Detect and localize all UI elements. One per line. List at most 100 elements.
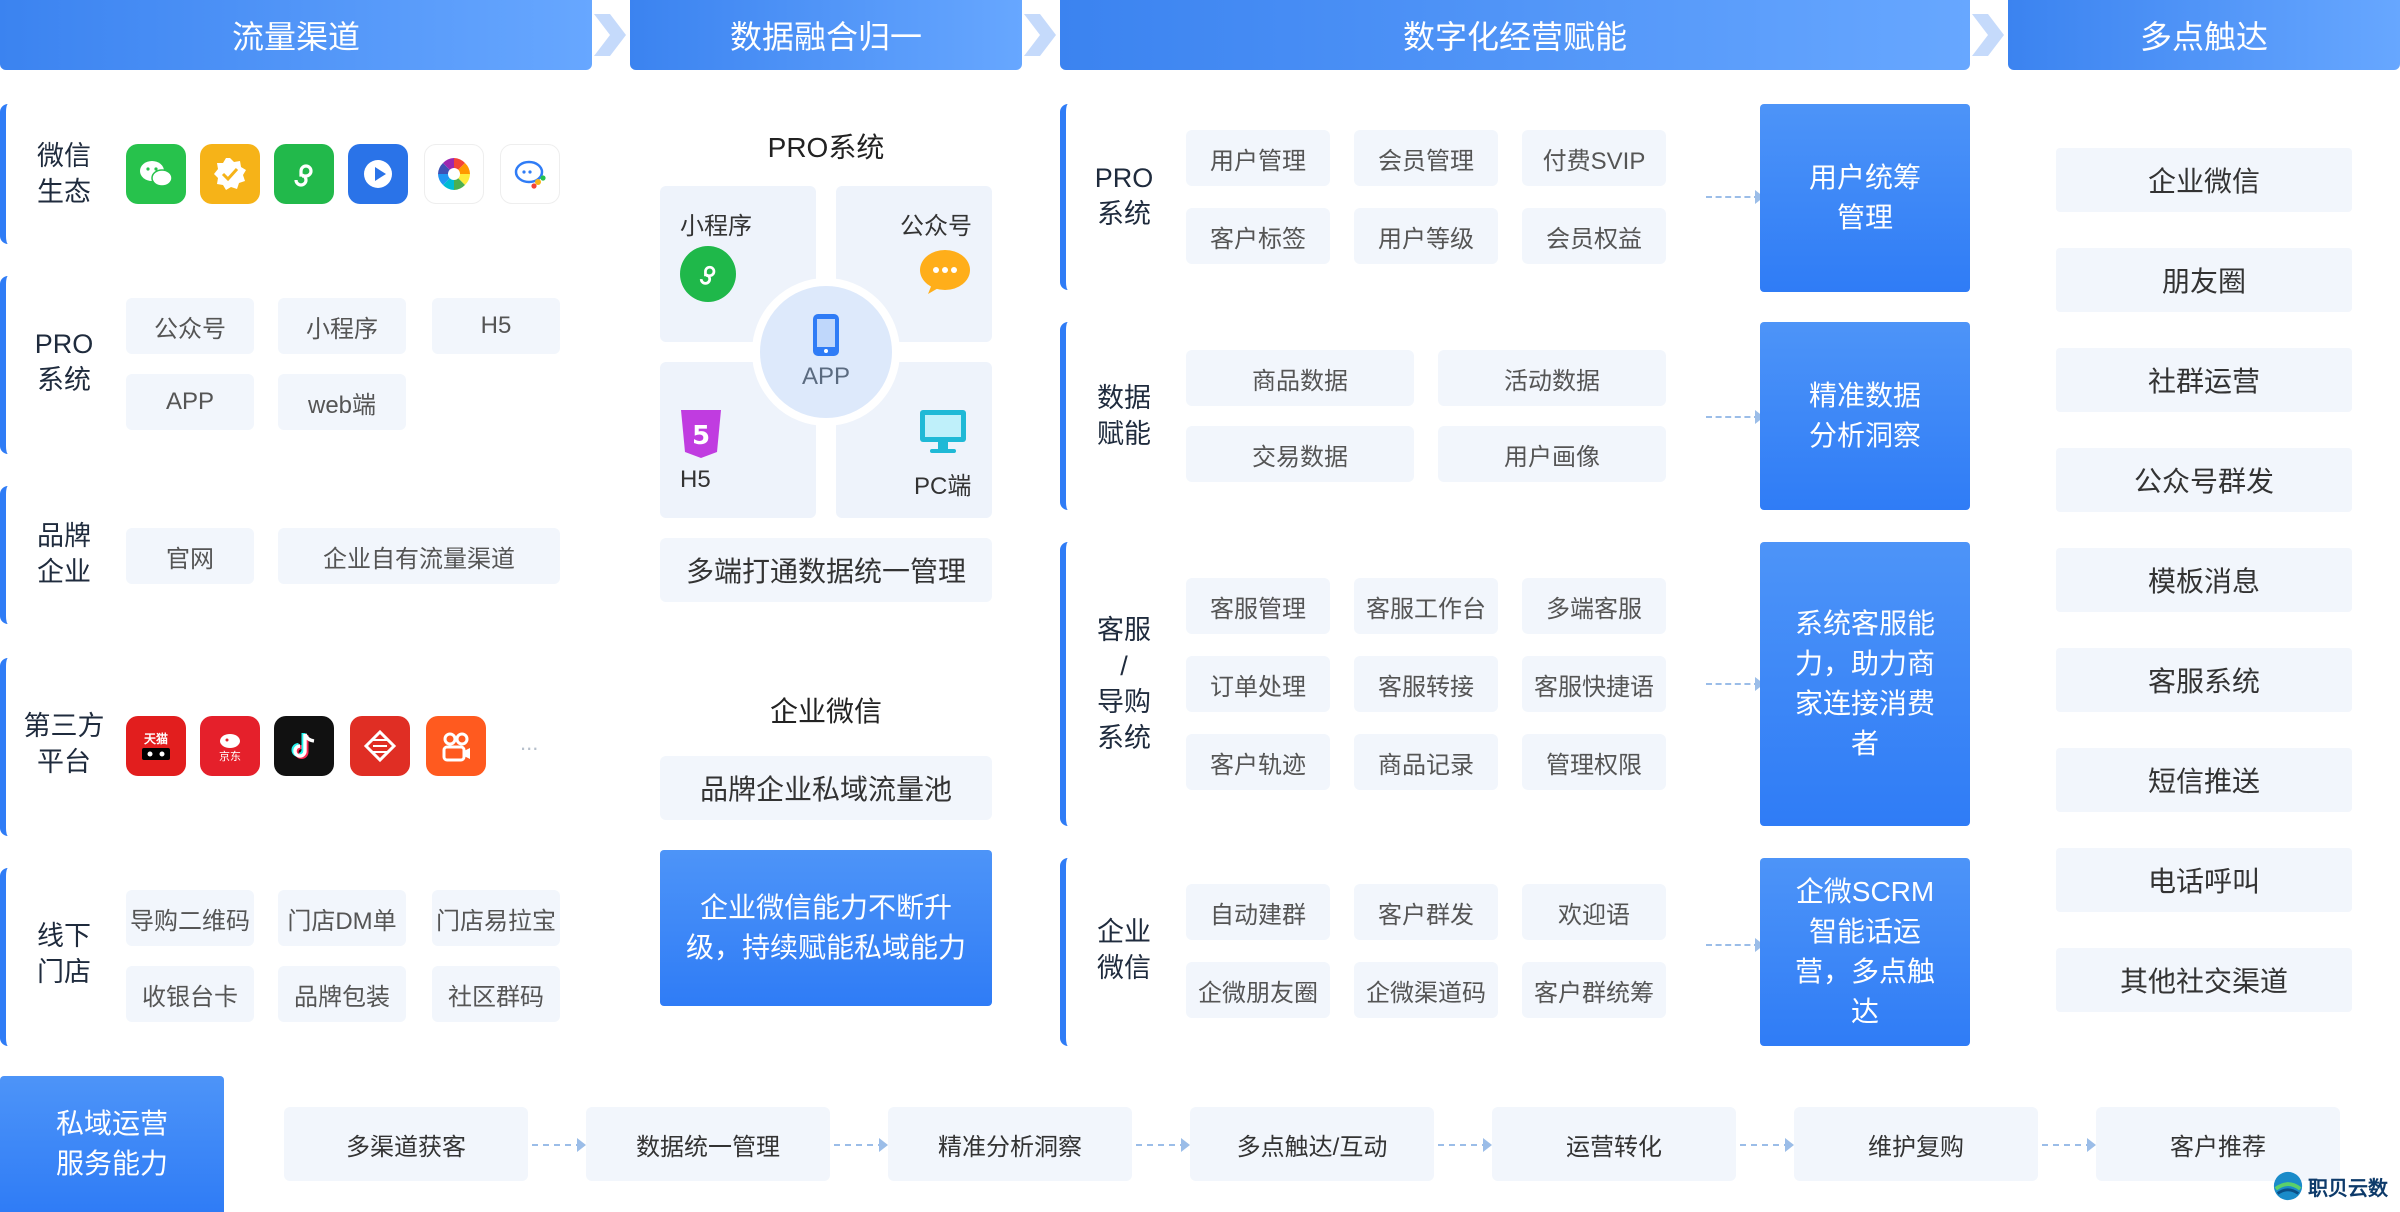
photos-icon[interactable] (424, 144, 484, 204)
feature-chip[interactable]: 会员权益 (1522, 208, 1666, 264)
channel-chip[interactable]: 官网 (126, 528, 254, 584)
feature-chip[interactable]: 用户管理 (1186, 130, 1330, 186)
arrow-right-icon (1706, 677, 1764, 691)
verified-badge-icon[interactable] (200, 144, 260, 204)
header-traffic-channels: 流量渠道 (0, 0, 592, 70)
flow-step[interactable]: 数据统一管理 (586, 1107, 830, 1181)
chevron-right-icon (594, 14, 626, 56)
svg-text:5: 5 (692, 421, 710, 451)
video-channel-icon[interactable] (348, 144, 408, 204)
result-box: 系统客服能力，助力商家连接消费者 (1760, 542, 1970, 826)
channel-chip[interactable]: 社区群码 (432, 966, 560, 1022)
phone-icon (813, 314, 839, 356)
feature-chip[interactable]: 会员管理 (1354, 130, 1498, 186)
feature-chip[interactable]: 客户群统筹 (1522, 962, 1666, 1018)
pro-cell-label: H5 (680, 466, 711, 493)
channel-chip[interactable]: web端 (278, 374, 406, 430)
group-pro-system (0, 276, 580, 454)
tmall-icon[interactable]: 天猫 (126, 716, 186, 776)
header-label: 数据融合归一 (729, 19, 922, 55)
flow-step[interactable]: 客户推荐 (2096, 1107, 2340, 1181)
flow-step[interactable]: 多渠道获客 (284, 1107, 528, 1181)
feature-chip[interactable]: 客户标签 (1186, 208, 1330, 264)
kuaishou-icon[interactable] (426, 716, 486, 776)
channel-chip[interactable]: 企业自有流量渠道 (278, 528, 560, 584)
touch-channel-chip[interactable]: 社群运营 (2056, 348, 2352, 412)
service-capability-box: 私域运营 服务能力 (0, 1076, 224, 1212)
feature-chip[interactable]: 客服快捷语 (1522, 656, 1666, 712)
tiktok-icon[interactable] (274, 716, 334, 776)
more-platforms: ... (520, 730, 539, 755)
feature-chip[interactable]: 活动数据 (1438, 350, 1666, 406)
feature-chip[interactable]: 企微渠道码 (1354, 962, 1498, 1018)
touch-channel-chip[interactable]: 模板消息 (2056, 548, 2352, 612)
feature-chip[interactable]: 订单处理 (1186, 656, 1330, 712)
channel-chip[interactable]: 品牌包装 (278, 966, 406, 1022)
jd-icon[interactable]: 京东 (200, 716, 260, 776)
wechat-icon[interactable] (126, 144, 186, 204)
wecom-title: 企业微信 (769, 696, 882, 727)
channel-chip[interactable]: H5 (432, 298, 560, 354)
flow-step[interactable]: 精准分析洞察 (888, 1107, 1132, 1181)
globe-logo-icon (2273, 1171, 2303, 1201)
wecom-upgrade-box: 企业微信能力不断升级，持续赋能私域能力 (660, 850, 992, 1006)
touch-channel-chip[interactable]: 公众号群发 (2056, 448, 2352, 512)
arrow-right-icon (1706, 938, 1764, 952)
touch-channel-chip[interactable]: 朋友圈 (2056, 248, 2352, 312)
feature-chip[interactable]: 管理权限 (1522, 734, 1666, 790)
channel-chip[interactable]: 导购二维码 (126, 890, 254, 946)
arrow-right-icon (1136, 1138, 1190, 1152)
mini-program-icon[interactable] (274, 144, 334, 204)
app-hub-label: APP (801, 363, 851, 390)
touch-channel-chip[interactable]: 企业微信 (2056, 148, 2352, 212)
pinduoduo-icon[interactable] (350, 716, 410, 776)
feature-chip[interactable]: 商品记录 (1354, 734, 1498, 790)
feature-chip[interactable]: 用户等级 (1354, 208, 1498, 264)
header-multi-touch: 多点触达 (2008, 0, 2400, 70)
pro-cell-label: 小程序 (680, 213, 752, 240)
feature-chip[interactable]: 商品数据 (1186, 350, 1414, 406)
feature-chip[interactable]: 客服管理 (1186, 578, 1330, 634)
touch-channel-chip[interactable]: 短信推送 (2056, 748, 2352, 812)
group-title: 企业 微信 (1097, 917, 1151, 983)
group-title: 线下 门店 (37, 921, 91, 987)
pro-system-title: PRO系统 (767, 132, 885, 163)
feature-chip[interactable]: 企微朋友圈 (1186, 962, 1330, 1018)
brand-logo-text: 职贝云数 (2308, 1177, 2388, 1200)
pro-cell-label: 公众号 (900, 213, 972, 240)
feature-chip[interactable]: 欢迎语 (1522, 884, 1666, 940)
feature-chip[interactable]: 交易数据 (1186, 426, 1414, 482)
feature-chip[interactable]: 客服工作台 (1354, 578, 1498, 634)
channel-chip[interactable]: 门店易拉宝 (432, 890, 560, 946)
feature-chip[interactable]: 自动建群 (1186, 884, 1330, 940)
touch-channel-chip[interactable]: 其他社交渠道 (2056, 948, 2352, 1012)
flow-step[interactable]: 维护复购 (1794, 1107, 2038, 1181)
header-label: 多点触达 (2139, 19, 2268, 55)
feature-chip[interactable]: 客户群发 (1354, 884, 1498, 940)
channel-chip[interactable]: 小程序 (278, 298, 406, 354)
flow-step[interactable]: 运营转化 (1492, 1107, 1736, 1181)
group-title: PRO 系统 (1094, 163, 1154, 229)
arrow-right-icon (834, 1138, 888, 1152)
arrow-right-icon (1706, 190, 1764, 204)
channel-chip[interactable]: 公众号 (126, 298, 254, 354)
feature-chip[interactable]: 用户画像 (1438, 426, 1666, 482)
feature-chip[interactable]: 多端客服 (1522, 578, 1666, 634)
feature-chip[interactable]: 客服转接 (1354, 656, 1498, 712)
group-service-system (1060, 542, 1940, 826)
touch-channel-chip[interactable]: 客服系统 (2056, 648, 2352, 712)
channel-chip[interactable]: APP (126, 374, 254, 430)
channel-chip[interactable]: 门店DM单 (278, 890, 406, 946)
touch-channel-chip[interactable]: 电话呼叫 (2056, 848, 2352, 912)
flow-step[interactable]: 多点触达/互动 (1190, 1107, 1434, 1181)
wecom-chat-icon[interactable] (500, 144, 560, 204)
chat-bubble-icon (918, 248, 972, 296)
pro-cell-label: PC端 (914, 473, 972, 500)
unify-data-chip: 多端打通数据统一管理 (660, 538, 992, 602)
arrow-right-icon (2042, 1138, 2096, 1152)
feature-chip[interactable]: 客户轨迹 (1186, 734, 1330, 790)
group-empower-pro (1060, 104, 1940, 290)
feature-chip[interactable]: 付费SVIP (1522, 130, 1666, 186)
channel-chip[interactable]: 收银台卡 (126, 966, 254, 1022)
monitor-icon (918, 408, 968, 456)
